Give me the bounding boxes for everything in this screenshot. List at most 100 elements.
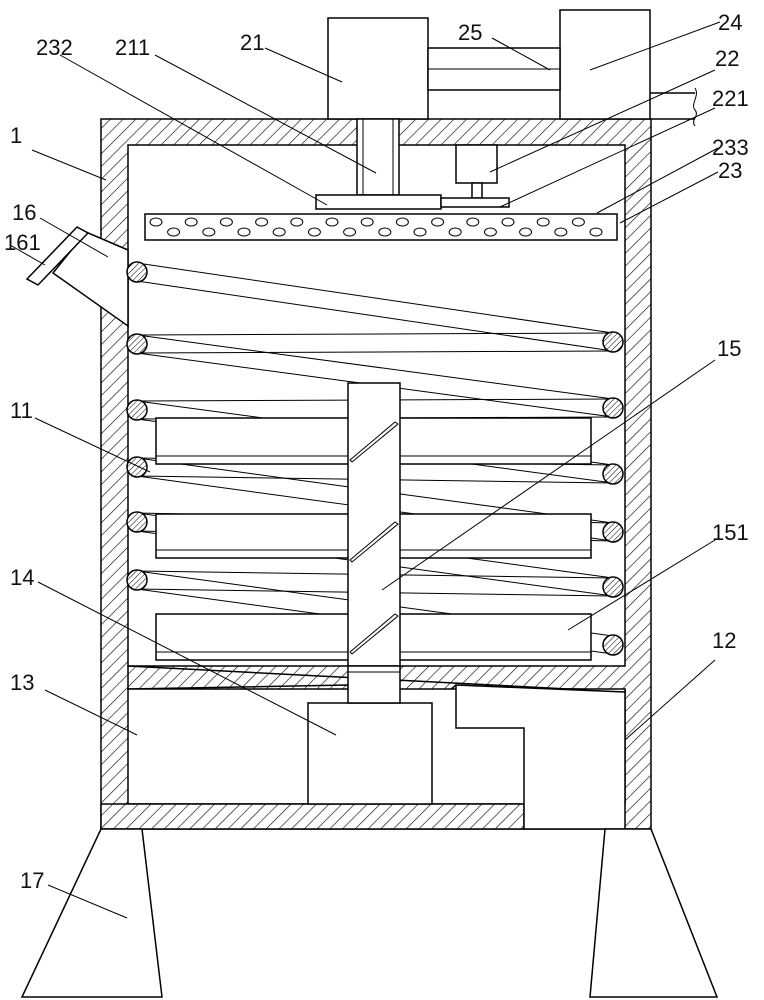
- flight-3: [349, 613, 399, 655]
- coil-section: [602, 634, 624, 656]
- leader-14: [37, 581, 337, 736]
- coil-section: [602, 397, 624, 419]
- hole: [501, 217, 515, 227]
- label-24: 24: [718, 10, 742, 35]
- label-25: 25: [458, 20, 482, 45]
- hole: [378, 227, 392, 237]
- label-21: 21: [240, 30, 264, 55]
- label-15: 15: [717, 336, 741, 361]
- hole: [290, 217, 304, 227]
- top-assembly: [144, 9, 697, 241]
- hole: [431, 217, 445, 227]
- label-161: 161: [4, 230, 41, 255]
- hole: [589, 227, 603, 237]
- hole: [466, 217, 480, 227]
- label-11: 11: [10, 398, 33, 423]
- leader-lines: [9, 21, 721, 919]
- coil-section: [126, 333, 148, 355]
- perforation-holes: [149, 217, 603, 237]
- screw-shaft-15: [347, 382, 401, 704]
- perforated-plate-23: [144, 213, 618, 241]
- leader-161: [9, 244, 46, 266]
- leg-left: [20, 828, 163, 998]
- hole: [272, 227, 286, 237]
- hole: [202, 227, 216, 237]
- label-1: 1: [10, 123, 22, 148]
- hole: [413, 227, 427, 237]
- bottom-wall: [100, 803, 525, 830]
- hole: [554, 227, 568, 237]
- leader-211: [154, 54, 377, 174]
- hole: [536, 217, 550, 227]
- coil-edge: [136, 280, 614, 352]
- coil-section: [126, 399, 148, 421]
- coil-section: [126, 569, 148, 591]
- inlet-flange-161: [25, 226, 90, 286]
- coil-section: [126, 261, 148, 283]
- hole: [343, 227, 357, 237]
- reference-labels: 1 11 12 13 14 15 151 16 161 17 21 211 22…: [4, 10, 749, 893]
- leader-233: [596, 147, 719, 214]
- coil-edge: [136, 332, 614, 336]
- device-22-stem: [471, 182, 483, 199]
- coil-section: [602, 331, 624, 353]
- box-12: [455, 684, 626, 830]
- flight-1: [349, 421, 399, 463]
- hole: [448, 227, 462, 237]
- hole: [255, 217, 269, 227]
- coil-section: [602, 576, 624, 598]
- label-232: 232: [36, 35, 73, 60]
- disk-232: [315, 194, 442, 210]
- leader-13: [44, 689, 138, 736]
- label-17: 17: [20, 868, 44, 893]
- label-233: 233: [712, 135, 749, 160]
- coil-section: [126, 511, 148, 533]
- leader-232: [59, 54, 328, 206]
- label-23: 23: [718, 158, 742, 183]
- device-22: [455, 144, 498, 184]
- label-211: 211: [115, 35, 150, 60]
- label-14: 14: [10, 565, 34, 590]
- leader-151: [567, 539, 716, 631]
- inlet-tube: [51, 231, 129, 328]
- plate-221: [440, 197, 510, 208]
- leader-24: [589, 21, 721, 71]
- label-22: 22: [715, 46, 739, 71]
- shaft-211: [356, 118, 400, 196]
- coil-edge: [136, 334, 614, 400]
- hole: [395, 217, 409, 227]
- coil-section: [126, 456, 148, 478]
- coil-section: [602, 463, 624, 485]
- coil-edge: [136, 350, 614, 354]
- motor-14: [307, 702, 433, 805]
- hole: [571, 217, 585, 227]
- leader-221: [499, 107, 716, 208]
- leader-17: [47, 884, 128, 919]
- hole: [149, 217, 163, 227]
- leader-21: [264, 47, 343, 83]
- leader-12: [624, 659, 716, 741]
- label-16: 16: [12, 200, 36, 225]
- leader-16: [39, 217, 109, 258]
- motor-21: [327, 17, 429, 120]
- leader-25: [491, 37, 551, 71]
- legs-17: [20, 828, 719, 998]
- label-221: 221: [712, 86, 749, 111]
- pipe-break: [693, 87, 697, 127]
- hole: [483, 227, 497, 237]
- leader-1: [31, 149, 107, 181]
- flight-2: [349, 521, 399, 563]
- label-12: 12: [712, 628, 736, 653]
- coil-edge: [136, 262, 614, 334]
- hole: [237, 227, 251, 237]
- leader-23: [619, 171, 719, 224]
- label-13: 13: [10, 670, 34, 695]
- leader-11: [34, 417, 151, 473]
- hole: [219, 217, 233, 227]
- hole: [307, 227, 321, 237]
- inlet-16: [25, 226, 129, 328]
- label-151: 151: [712, 520, 749, 545]
- hole: [184, 217, 198, 227]
- hole: [167, 227, 181, 237]
